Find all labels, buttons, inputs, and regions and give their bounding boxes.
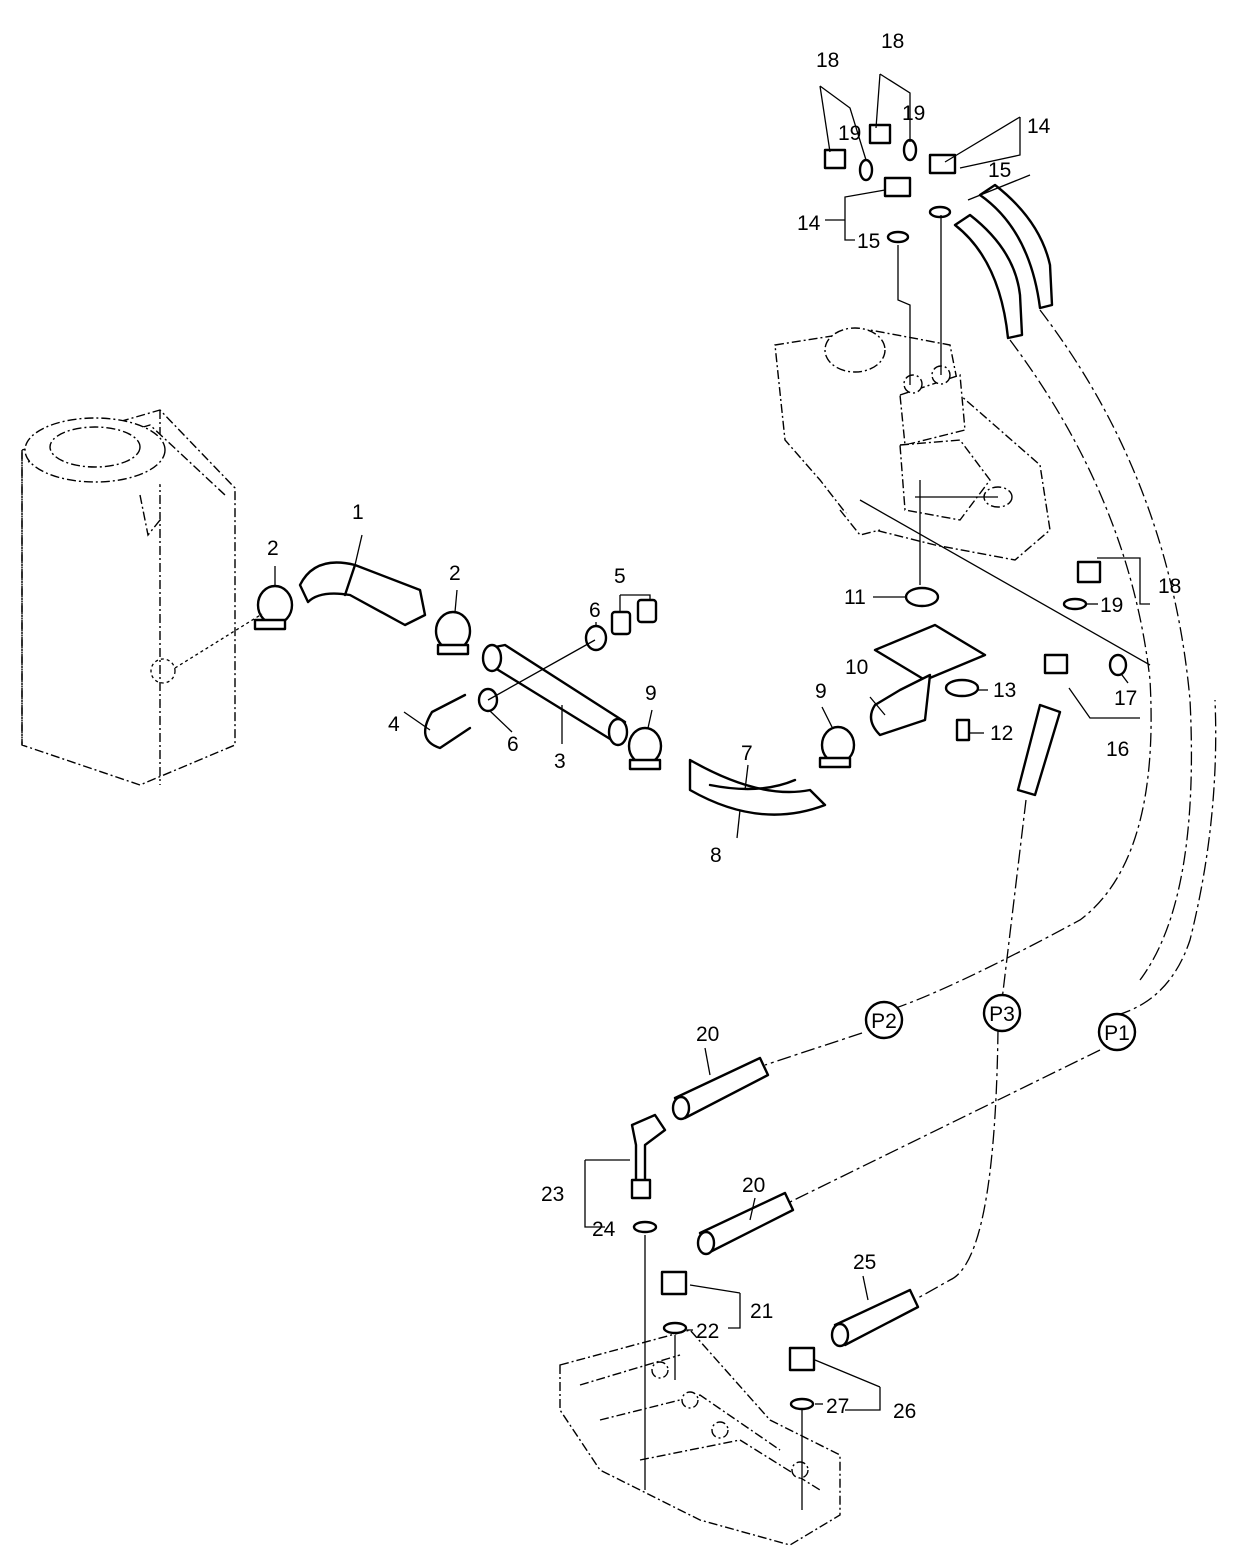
routing-lines bbox=[174, 73, 1217, 1510]
port-p3: P3 bbox=[989, 1003, 1015, 1026]
plug bbox=[1076, 560, 1102, 584]
elbow-fitting bbox=[660, 1270, 688, 1296]
plug bbox=[823, 148, 847, 170]
callout-23: 23 bbox=[541, 1183, 564, 1206]
o-ring bbox=[904, 586, 940, 608]
callout-19: 19 bbox=[1100, 594, 1123, 617]
callout-8: 8 bbox=[710, 844, 722, 867]
hose-p3 bbox=[1016, 703, 1062, 797]
callout-7: 7 bbox=[741, 742, 753, 765]
nut bbox=[636, 598, 658, 624]
callout-26: 26 bbox=[893, 1400, 916, 1423]
adapter bbox=[630, 1113, 667, 1192]
callout-9: 9 bbox=[815, 680, 827, 703]
callout-18: 18 bbox=[816, 49, 839, 72]
flange-elbow bbox=[873, 623, 987, 682]
o-ring bbox=[662, 1321, 688, 1335]
o-ring bbox=[789, 1397, 815, 1411]
callout-14: 14 bbox=[797, 212, 821, 235]
hydraulic-tank bbox=[21, 409, 236, 786]
callout-15: 15 bbox=[988, 159, 1011, 182]
washer bbox=[944, 678, 980, 698]
o-ring bbox=[928, 205, 952, 219]
callout-15: 15 bbox=[857, 230, 880, 253]
bolt bbox=[955, 718, 971, 742]
callout-3: 3 bbox=[554, 750, 566, 773]
callout-13: 13 bbox=[993, 679, 1016, 702]
o-ring bbox=[902, 138, 918, 162]
callout-4: 4 bbox=[388, 713, 400, 736]
o-ring bbox=[886, 230, 910, 244]
callout-19: 19 bbox=[902, 102, 925, 125]
callout-5: 5 bbox=[614, 565, 626, 588]
nut bbox=[610, 610, 632, 636]
callout-16: 16 bbox=[1106, 738, 1129, 761]
port-labels: P2 P3 P1 bbox=[864, 993, 1137, 1052]
callout-6: 6 bbox=[507, 733, 519, 756]
tee-fitting bbox=[883, 176, 912, 198]
suction-pipe bbox=[488, 643, 627, 744]
callout-2: 2 bbox=[449, 562, 461, 585]
u-bolt bbox=[423, 693, 472, 750]
o-ring bbox=[858, 158, 874, 182]
callout-14: 14 bbox=[1027, 115, 1051, 138]
port-p2-circle bbox=[864, 1000, 904, 1040]
callout-21: 21 bbox=[750, 1300, 773, 1323]
hose-p1 bbox=[978, 183, 1054, 310]
callout-22: 22 bbox=[696, 1320, 719, 1343]
callout-20: 20 bbox=[696, 1023, 719, 1046]
callout-18: 18 bbox=[881, 30, 904, 53]
port-p3-circle bbox=[982, 993, 1022, 1033]
callout-12: 12 bbox=[990, 722, 1013, 745]
callout-1: 1 bbox=[352, 501, 364, 524]
elbow-fitting bbox=[1043, 653, 1069, 675]
suction-hose-elbow bbox=[298, 561, 427, 627]
callout-11: 11 bbox=[844, 586, 866, 609]
callout-17: 17 bbox=[1114, 687, 1137, 710]
callout-9: 9 bbox=[645, 682, 657, 705]
port-p2: P2 bbox=[871, 1010, 897, 1033]
washer bbox=[584, 624, 608, 652]
callout-18: 18 bbox=[1158, 575, 1181, 598]
callout-19: 19 bbox=[838, 122, 861, 145]
callout-2: 2 bbox=[267, 537, 279, 560]
port-p1-circle bbox=[1097, 1012, 1137, 1052]
control-valve bbox=[559, 1329, 841, 1546]
callout-labels: 1 2 2 3 4 5 6 6 7 8 9 9 10 11 12 13 14 1… bbox=[267, 30, 1181, 1423]
callout-25: 25 bbox=[853, 1251, 876, 1274]
callout-20: 20 bbox=[742, 1174, 765, 1197]
elbow-fitting bbox=[788, 1346, 816, 1372]
plug bbox=[868, 123, 892, 145]
callout-24: 24 bbox=[592, 1218, 616, 1241]
port-p1: P1 bbox=[1104, 1022, 1130, 1045]
o-ring bbox=[1108, 653, 1128, 677]
hose-clamp bbox=[256, 584, 294, 626]
hose-clamp bbox=[627, 726, 663, 766]
callout-6: 6 bbox=[589, 599, 601, 622]
callout-10: 10 bbox=[845, 656, 868, 679]
o-ring bbox=[1062, 597, 1088, 611]
hydraulic-pump bbox=[774, 327, 1051, 561]
callout-27: 27 bbox=[826, 1395, 849, 1418]
suction-hose bbox=[688, 758, 827, 816]
hose-p2 bbox=[953, 213, 1024, 340]
o-ring bbox=[632, 1220, 658, 1234]
